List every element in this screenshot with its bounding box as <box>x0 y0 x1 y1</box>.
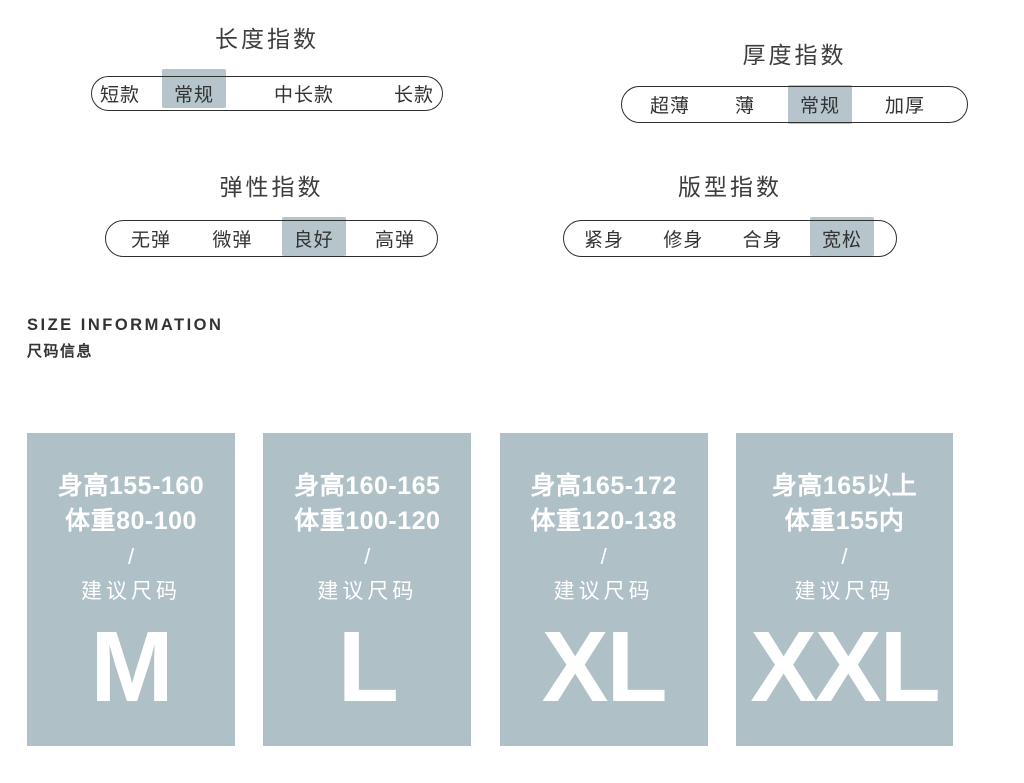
pill-option: 加厚 <box>884 96 925 117</box>
size-card-height: 身高160-165 <box>294 472 441 500</box>
size-card-weight: 体重100-120 <box>294 506 441 535</box>
size-card-size-label: M <box>90 611 173 724</box>
index-title-fit: 版型指数 <box>678 174 782 200</box>
index-title-elasticity: 弹性指数 <box>219 174 324 200</box>
pill-option: 无弹 <box>131 230 172 251</box>
pill-option: 修身 <box>663 230 704 251</box>
index-pill-elasticity: 无弹 微弹 良好 高弹 <box>105 217 438 257</box>
pill-option-selected: 常规 <box>787 85 853 124</box>
size-card-divider: / <box>600 544 607 569</box>
size-card-advice: 建议尺码 <box>553 580 654 604</box>
size-card-divider: / <box>841 544 848 569</box>
index-title-length: 长度指数 <box>215 26 319 52</box>
size-card-divider: / <box>364 544 371 569</box>
size-card-advice: 建议尺码 <box>317 580 418 604</box>
size-card-weight: 体重120-138 <box>530 506 677 535</box>
pill-option: 微弹 <box>212 230 253 251</box>
index-block-thickness: 厚度指数 超薄 薄 常规 加厚 <box>621 40 968 124</box>
pill-option: 短款 <box>100 85 141 106</box>
size-card-advice: 建议尺码 <box>81 580 181 604</box>
size-card-size-label: XL <box>541 611 668 724</box>
pill-option: 长款 <box>393 85 434 106</box>
size-heading-en: SIZE INFORMATION <box>27 316 224 334</box>
pill-option: 合身 <box>742 230 783 251</box>
pill-option-selected: 宽松 <box>809 217 875 256</box>
size-heading: SIZE INFORMATION 尺码信息 <box>27 316 223 361</box>
size-card-weight: 体重80-100 <box>65 506 197 535</box>
size-card-xl: 身高165-172 体重120-138 / 建议尺码 XL <box>499 433 708 746</box>
pill-option-selected: 良好 <box>281 217 346 256</box>
pill-option: 中长款 <box>273 85 334 106</box>
pill-option: 紧身 <box>584 230 625 251</box>
size-card-size-label: XXL <box>750 611 940 724</box>
size-card-xxl: 身高165以上 体重155内 / 建议尺码 XXL <box>735 433 953 746</box>
pill-option: 超薄 <box>650 96 691 117</box>
size-card-size-label: L <box>337 611 399 724</box>
pill-option-selected: 常规 <box>161 69 227 108</box>
size-card-weight: 体重155内 <box>784 506 905 535</box>
size-card-m: 身高155-160 体重80-100 / 建议尺码 M <box>27 433 235 746</box>
pill-option: 薄 <box>734 96 755 117</box>
size-card-height: 身高155-160 <box>57 472 205 500</box>
index-title-thickness: 厚度指数 <box>742 42 847 68</box>
size-card-divider: / <box>127 544 135 569</box>
pill-option: 高弹 <box>374 230 415 251</box>
index-pill-thickness: 超薄 薄 常规 加厚 <box>621 85 968 124</box>
size-heading-zh: 尺码信息 <box>27 343 94 360</box>
size-card-advice: 建议尺码 <box>794 580 895 604</box>
index-block-fit: 版型指数 紧身 修身 合身 宽松 <box>563 172 897 257</box>
size-card-height: 身高165以上 <box>771 472 918 500</box>
size-card-height: 身高165-172 <box>530 472 677 500</box>
index-block-length: 长度指数 短款 常规 中长款 长款 <box>91 24 443 111</box>
index-block-elasticity: 弹性指数 无弹 微弹 良好 高弹 <box>105 172 438 257</box>
index-pill-length: 短款 常规 中长款 长款 <box>91 69 443 111</box>
size-card-l: 身高160-165 体重100-120 / 建议尺码 L <box>263 433 472 746</box>
index-pill-fit: 紧身 修身 合身 宽松 <box>563 217 897 257</box>
size-card-row: 身高155-160 体重80-100 / 建议尺码 M 身高160-165 体重… <box>27 433 953 746</box>
